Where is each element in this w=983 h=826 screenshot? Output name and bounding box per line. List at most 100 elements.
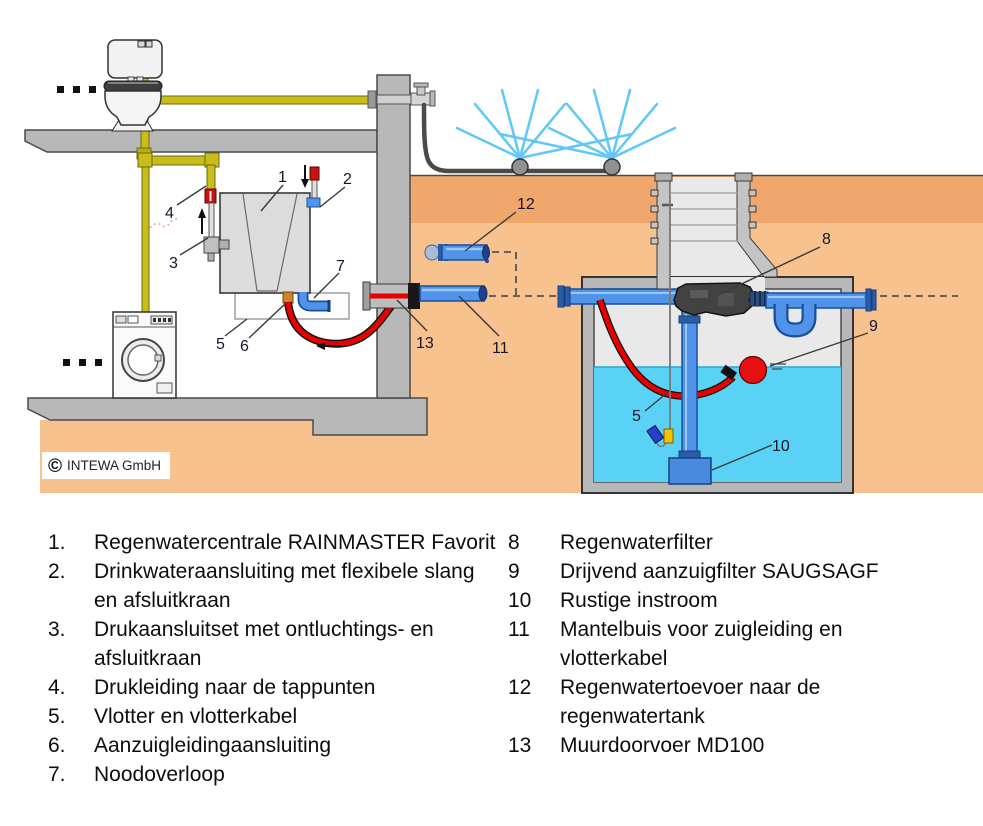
legend-num: 13 xyxy=(508,734,532,757)
drinking-water-connection xyxy=(301,165,321,208)
svg-text:9: 9 xyxy=(869,318,878,335)
legend-text: Regenwaterfilter xyxy=(560,531,713,554)
legend-text: Regenwatercentrale RAINMASTER Favorit xyxy=(94,531,496,554)
exterior-wall xyxy=(376,74,411,399)
suction-hose-tank xyxy=(596,298,738,400)
legend-text: Drukaansluitset met ontluchtings- en afs… xyxy=(94,618,434,670)
callout-4: 4 xyxy=(165,185,207,222)
legend-num: 12 xyxy=(508,676,532,699)
legend-item-9: 9 Drijvend aanzuigfilter SAUGSAGF xyxy=(508,557,948,586)
callout-5-house: 5 xyxy=(216,318,248,353)
legend-num: 8 xyxy=(508,531,520,554)
legend-text: Noodoverloop xyxy=(94,763,225,786)
legend-item-1: 1. Regenwatercentrale RAINMASTER Favorit xyxy=(48,528,503,557)
legend-num: 7. xyxy=(48,763,66,786)
legend-text: Mantelbuis voor zuigleiding en vlotterka… xyxy=(560,618,843,670)
legend-num: 9 xyxy=(508,560,520,583)
svg-text:5: 5 xyxy=(216,336,225,353)
flow-up-arrow xyxy=(198,208,206,234)
copyright-symbol: © xyxy=(48,456,62,477)
toilet xyxy=(103,39,163,132)
emergency-overflow xyxy=(297,292,331,312)
float-weight xyxy=(663,428,674,444)
callout-13: 13 xyxy=(396,299,434,352)
tank-inlet-pipe xyxy=(557,285,681,308)
legend-item-7: 7. Noodoverloop xyxy=(48,760,503,789)
copyright: © INTEWA GmbH xyxy=(42,452,170,479)
toilet-bowl xyxy=(104,90,162,126)
svg-text:8: 8 xyxy=(822,231,831,248)
legend-item-12: 12 Regenwatertoevoer naar de regenwatert… xyxy=(508,673,948,731)
svg-text:7: 7 xyxy=(336,258,345,275)
house-structure xyxy=(24,74,428,436)
svg-text:10: 10 xyxy=(772,438,790,455)
floating-intake-filter xyxy=(738,355,786,385)
upper-floor-slab xyxy=(24,129,378,153)
legend-item-10: 10 Rustige instroom xyxy=(508,586,948,615)
flow-down-arrow xyxy=(301,165,309,188)
inflow-pipe xyxy=(424,244,490,263)
svg-text:3: 3 xyxy=(169,255,178,272)
callout-6: 6 xyxy=(240,302,287,355)
system-diagram: © INTEWA GmbH 1 2 3 4 5 6 7 xyxy=(24,39,983,494)
hidden-pipe-route-dashed xyxy=(489,251,958,297)
legend-num: 3. xyxy=(48,618,66,641)
svg-text:1: 1 xyxy=(278,169,287,186)
legend-item-2: 2. Drinkwateraansluiting met flexibele s… xyxy=(48,557,503,615)
legend-column-right: 8 Regenwaterfilter 9 Drijvend aanzuigfil… xyxy=(508,528,948,760)
callouts: 1 2 3 4 5 6 7 13 xyxy=(165,169,878,471)
wall-duct-md100 xyxy=(362,281,420,311)
legend-item-5: 5. Vlotter en vlotterkabel xyxy=(48,702,503,731)
pressure-connection-set xyxy=(198,188,230,262)
rain-filter xyxy=(673,282,769,317)
washing-machine xyxy=(112,311,177,399)
callout-10: 10 xyxy=(711,438,790,471)
legend-item-8: 8 Regenwaterfilter xyxy=(508,528,948,557)
legend-num: 2. xyxy=(48,560,66,583)
garden-hose xyxy=(421,102,617,174)
suction-line-fitting xyxy=(282,291,294,304)
float-and-cable xyxy=(646,196,674,448)
callout-11: 11 xyxy=(458,295,509,357)
legend-item-13: 13 Muurdoorvoer MD100 xyxy=(508,731,948,760)
lower-floor-slab xyxy=(27,397,428,436)
sprinkler-spray xyxy=(455,88,677,160)
svg-text:4: 4 xyxy=(165,205,174,222)
legend-text: Aanzuigleidingaansluiting xyxy=(94,734,332,757)
legend-num: 5. xyxy=(48,705,66,728)
callout-3: 3 xyxy=(169,237,209,272)
calm-inlet-box xyxy=(668,457,712,485)
legend-text: Rustige instroom xyxy=(560,589,718,612)
flow-left-arrow xyxy=(316,342,341,350)
callout-7: 7 xyxy=(313,258,345,299)
legend-num: 1. xyxy=(48,531,66,554)
continuation-dots xyxy=(57,86,102,366)
casing-pipe xyxy=(419,285,488,302)
float-body xyxy=(646,424,665,445)
svg-text:12: 12 xyxy=(517,196,535,213)
legend-text: Regenwatertoevoer naar de regenwatertank xyxy=(560,676,821,728)
legend-num: 10 xyxy=(508,589,532,612)
legend-text: Drinkwateraansluiting met flexibele slan… xyxy=(94,560,475,612)
legend-text: Vlotter en vlotterkabel xyxy=(94,705,298,728)
callout-8: 8 xyxy=(717,231,831,296)
callout-12: 12 xyxy=(464,196,535,252)
svg-text:13: 13 xyxy=(416,335,434,352)
suction-hose-house xyxy=(284,295,401,348)
legend-text: Drijvend aanzuigfilter SAUGSAGF xyxy=(560,560,879,583)
legend-num: 4. xyxy=(48,676,66,699)
svg-text:11: 11 xyxy=(492,340,509,357)
legend-text: Muurdoorvoer MD100 xyxy=(560,734,765,757)
hose-ball-fitting xyxy=(720,364,738,381)
callout-9: 9 xyxy=(769,318,878,367)
sprinklers xyxy=(511,158,621,176)
callout-1: 1 xyxy=(260,169,287,212)
outdoor-tap xyxy=(367,82,436,109)
toilet-cistern xyxy=(107,39,163,79)
legend-item-3: 3. Drukaansluitset met ontluchtings- en … xyxy=(48,615,503,673)
callout-2: 2 xyxy=(319,171,352,208)
svg-text:2: 2 xyxy=(343,171,352,188)
calm-inlet-assembly xyxy=(668,309,712,485)
legend-text: Drukleiding naar de tappunten xyxy=(94,676,376,699)
